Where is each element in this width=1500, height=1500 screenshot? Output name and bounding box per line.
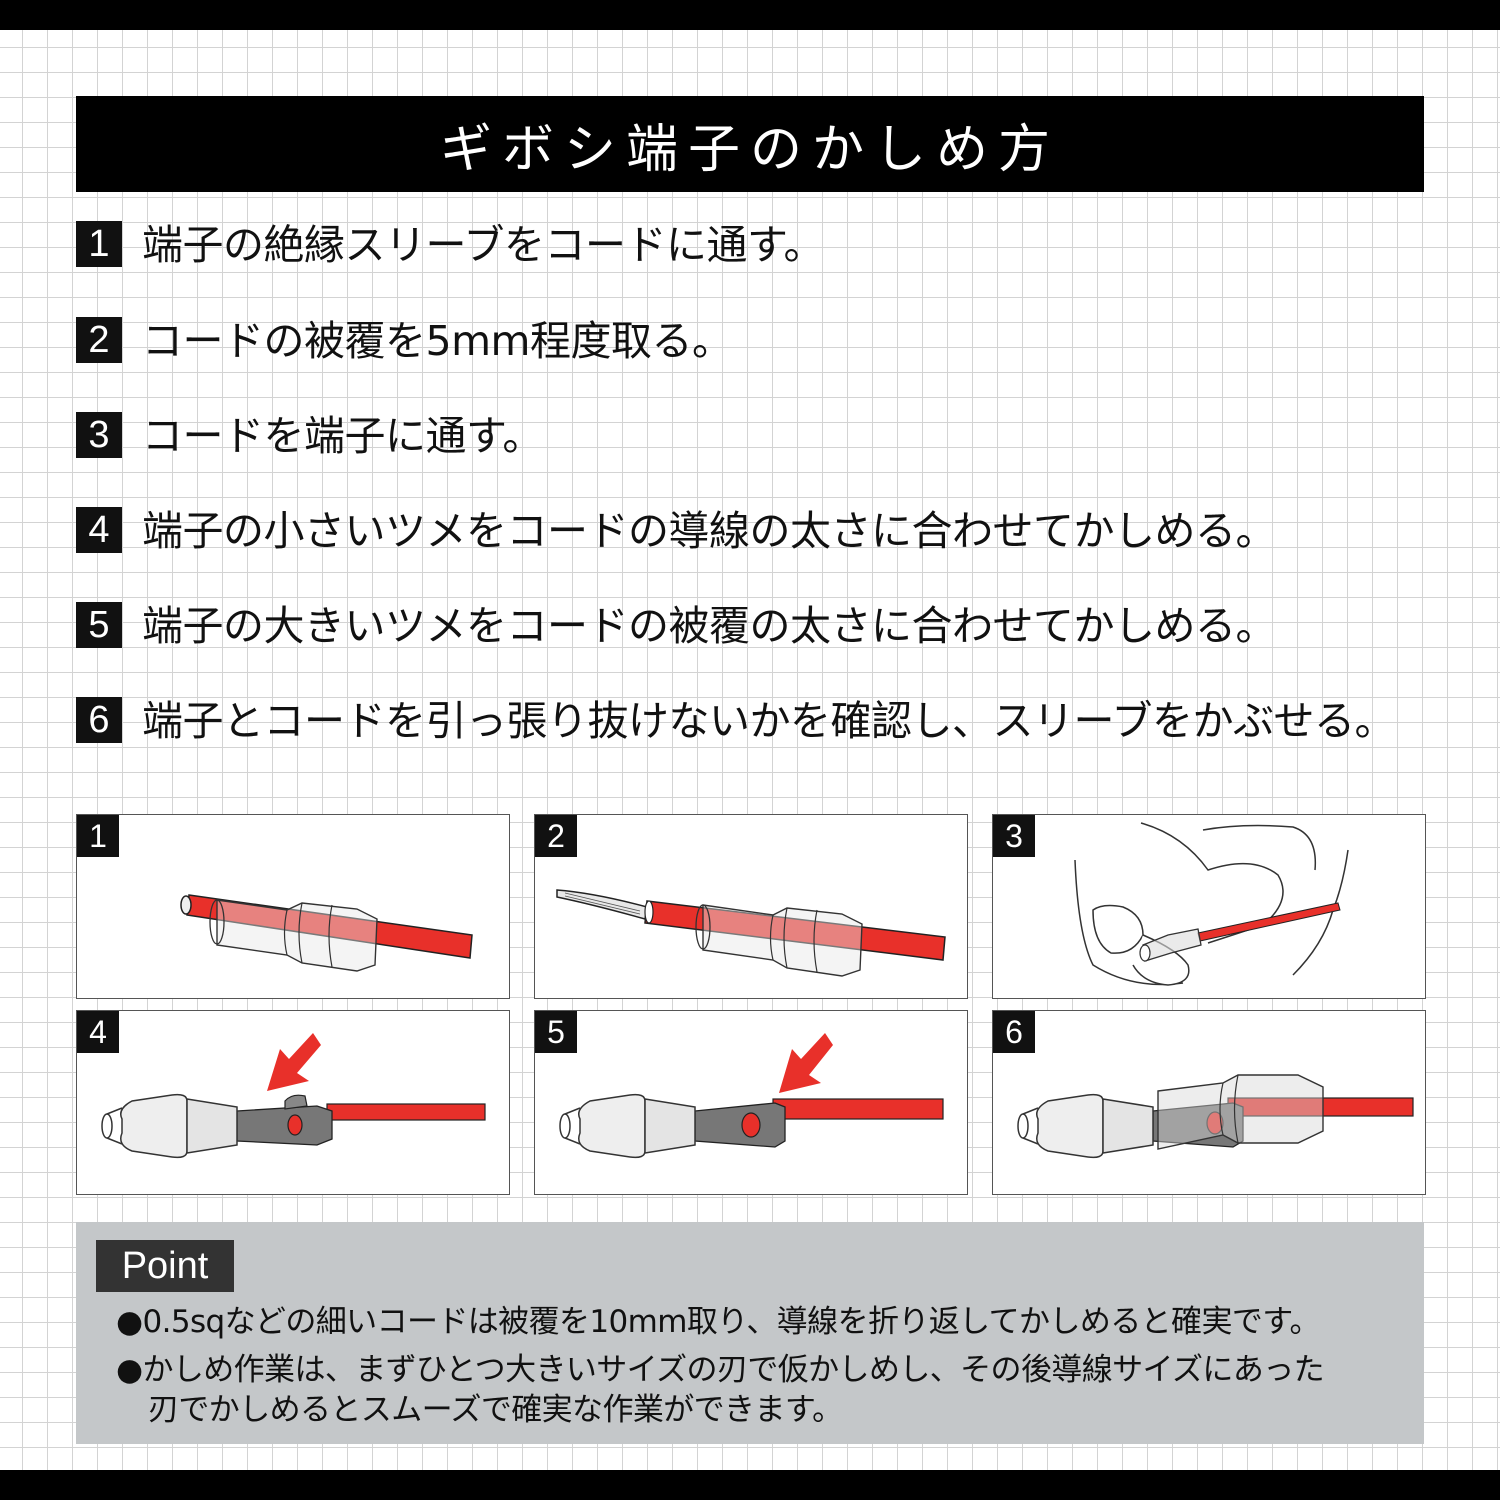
top-border: [0, 0, 1500, 30]
stripped-wire-illustration: [556, 889, 946, 977]
crimp-conductor-illustration: [101, 1033, 486, 1159]
step-5: 5 端子の大きいツメをコードの被覆の太さに合わせてかしめる。: [76, 596, 1422, 656]
step-number: 1: [76, 221, 122, 267]
panel-number: 5: [535, 1011, 577, 1053]
step-number: 2: [76, 317, 122, 363]
step-4: 4 端子の小さいツメをコードの導線の太さに合わせてかしめる。: [76, 501, 1422, 561]
illustration-panel-4: 4: [76, 1010, 510, 1195]
step-number: 4: [76, 507, 122, 553]
illustration-panel-2: 2: [534, 814, 968, 999]
point-note-2: ●かしめ作業は、まずひとつ大きいサイズの刃で仮かしめし、その後導線サイズにあった: [116, 1352, 1325, 1388]
panel-number: 3: [993, 815, 1035, 857]
step-2: 2 コードの被覆を5mm程度取る。: [76, 311, 1422, 371]
bottom-border: [0, 1470, 1500, 1500]
step-6: 6 端子とコードを引っ張り抜けないかを確認し、スリーブをかぶせる。: [76, 691, 1402, 751]
step-text: コードを端子に通す。: [142, 412, 543, 460]
step-1: 1 端子の絶縁スリーブをコードに通す。: [76, 215, 1422, 275]
sleeve-on-cord-illustration: [180, 894, 473, 972]
step-text: 端子の大きいツメをコードの被覆の太さに合わせてかしめる。: [142, 602, 1277, 650]
step-text: コードの被覆を5mm程度取る。: [142, 317, 733, 365]
point-note-1: ●0.5sqなどの細いコードは被覆を10mm取り、導線を折り返してかしめると確実…: [116, 1304, 1321, 1340]
step-number: 5: [76, 602, 122, 648]
step-number: 6: [76, 697, 122, 743]
point-box: Point ●0.5sqなどの細いコードは被覆を10mm取り、導線を折り返してか…: [76, 1222, 1424, 1444]
step-text: 端子とコードを引っ張り抜けないかを確認し、スリーブをかぶせる。: [142, 697, 1396, 745]
step-3: 3 コードを端子に通す。: [76, 406, 1422, 466]
panel-number: 4: [77, 1011, 119, 1053]
illustration-panel-1: 1: [76, 814, 510, 999]
point-note-2-continued: 刃でかしめるとスムーズで確実な作業ができます。: [148, 1392, 843, 1428]
panel-number: 6: [993, 1011, 1035, 1053]
step-number: 3: [76, 412, 122, 458]
crimp-insulation-illustration: [559, 1033, 944, 1159]
page-title: ギボシ端子のかしめ方: [76, 96, 1424, 192]
panel-number: 1: [77, 815, 119, 857]
illustration-panel-5: 5: [534, 1010, 968, 1195]
panel-number: 2: [535, 815, 577, 857]
hands-inserting-cord-illustration: [1074, 822, 1349, 986]
point-label: Point: [96, 1240, 234, 1292]
step-text: 端子の小さいツメをコードの導線の太さに合わせてかしめる。: [142, 507, 1277, 555]
sleeve-covered-illustration: [1017, 1074, 1414, 1159]
illustration-panel-6: 6: [992, 1010, 1426, 1195]
illustration-panel-3: 3: [992, 814, 1426, 999]
step-text: 端子の絶縁スリーブをコードに通す。: [142, 221, 824, 269]
